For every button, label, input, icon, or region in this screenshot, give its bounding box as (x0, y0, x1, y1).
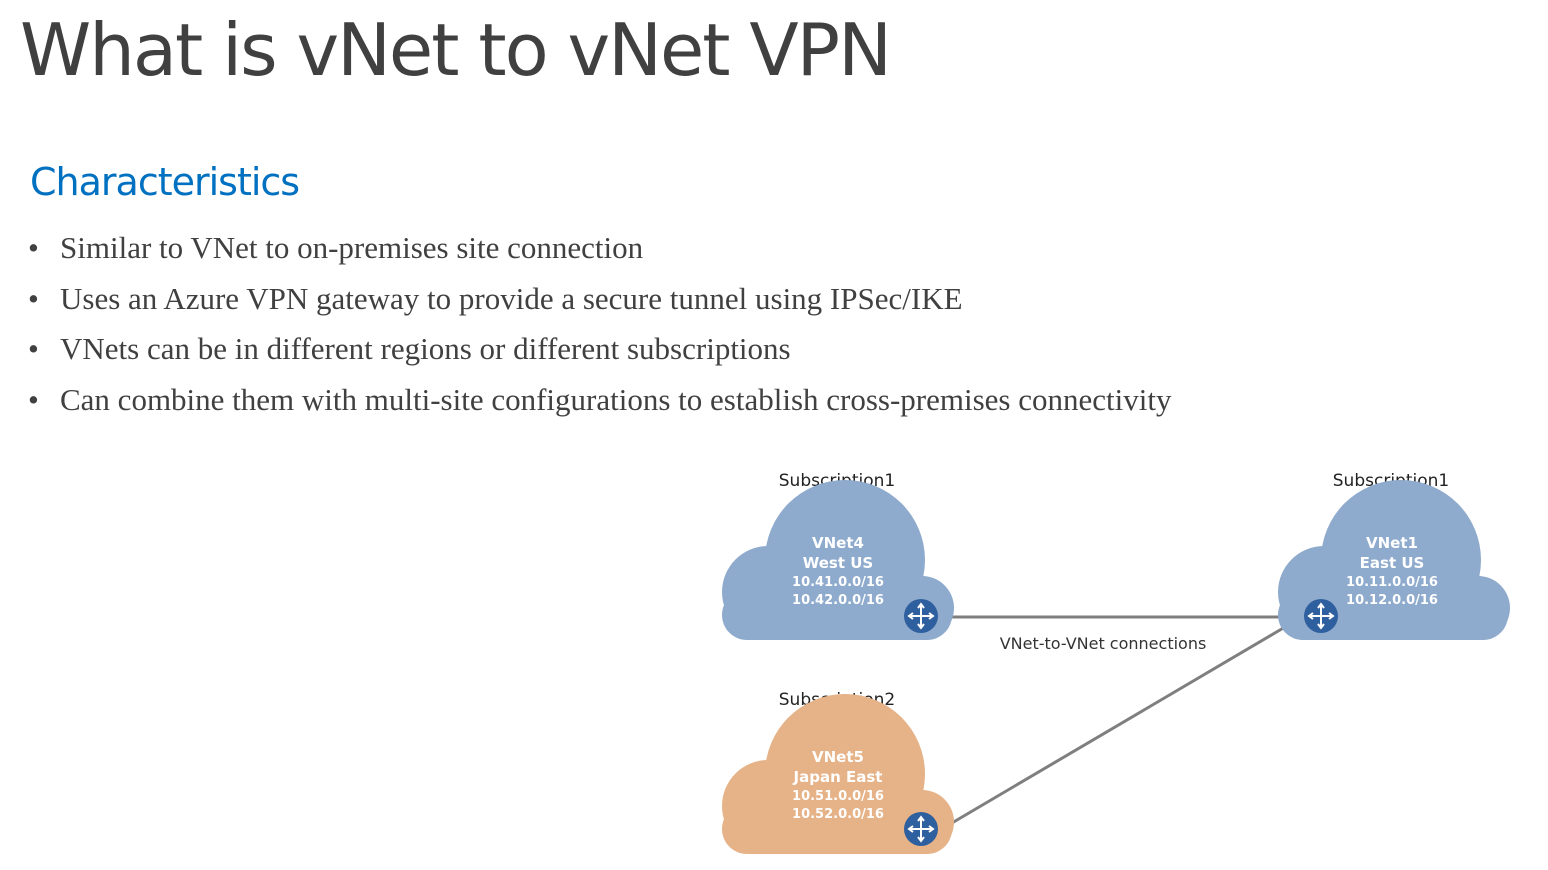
vpn-gateway-icon (904, 812, 938, 846)
bullet-dot: • (28, 331, 39, 366)
vnet5-prefix: 10.51.0.0/16 (792, 789, 884, 804)
connection-label: VNet-to-VNet connections (1000, 634, 1207, 653)
section-heading: Characteristics (30, 160, 300, 204)
bullet-text: Similar to VNet to on-premises site conn… (60, 230, 644, 265)
vnet1-region: East US (1360, 554, 1425, 572)
bullet-item: • VNets can be in different regions or di… (28, 329, 1171, 380)
bullet-list: • Similar to VNet to on-premises site con… (28, 228, 1171, 430)
vnet4-region: West US (803, 554, 874, 572)
vnet1-prefix: 10.12.0.0/16 (1346, 593, 1438, 608)
vnet5-prefix: 10.52.0.0/16 (792, 807, 884, 822)
slide-title: What is vNet to vNet VPN (20, 8, 892, 92)
bullet-text: VNets can be in different regions or dif… (60, 331, 791, 366)
bullet-item: • Can combine them with multi-site config… (28, 380, 1171, 431)
vpn-gateway-icon (1304, 599, 1338, 633)
bullet-dot: • (28, 230, 39, 265)
vnet5-cloud (722, 694, 954, 854)
vnet1-name: VNet1 (1366, 534, 1418, 552)
bullet-text: Can combine them with multi-site configu… (60, 381, 1172, 417)
bullet-text: Uses an Azure VPN gateway to provide a s… (60, 280, 963, 316)
vnet4-prefix: 10.41.0.0/16 (792, 575, 884, 590)
vnet5-region: Japan East (793, 768, 883, 786)
bullet-item: • Uses an Azure VPN gateway to provide a … (28, 279, 1171, 330)
vnet1-prefix: 10.11.0.0/16 (1346, 575, 1438, 590)
vnet5-name: VNet5 (812, 748, 864, 766)
connector-vnet5-vnet1 (938, 615, 1304, 832)
bullet-dot: • (28, 381, 39, 417)
vnet4-name: VNet4 (812, 534, 864, 552)
vnet4-prefix: 10.42.0.0/16 (792, 593, 884, 608)
vnet1-cloud (1278, 480, 1510, 640)
bullet-dot: • (28, 280, 39, 316)
bullet-item: • Similar to VNet to on-premises site con… (28, 228, 1171, 279)
vpn-gateway-icon (904, 599, 938, 633)
